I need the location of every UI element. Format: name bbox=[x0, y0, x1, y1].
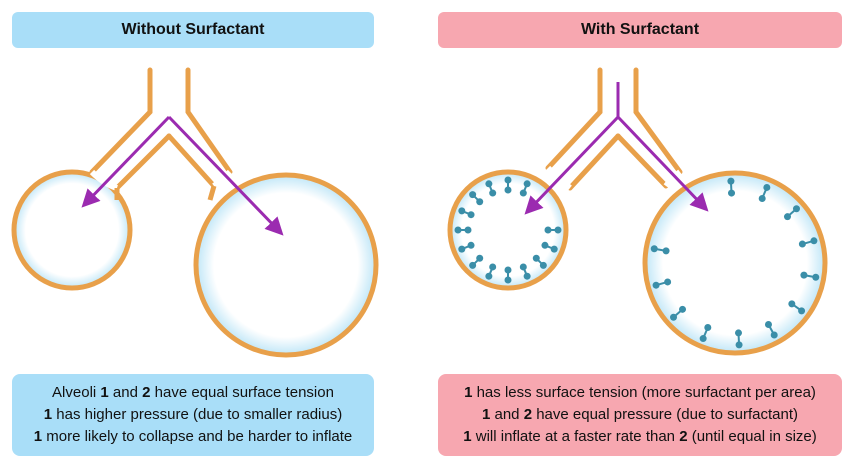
surfactant-head bbox=[735, 341, 743, 349]
surfactant-head bbox=[504, 186, 512, 194]
right-caption-line-2: 1 and 2 have equal pressure (due to surf… bbox=[481, 406, 799, 423]
surfactant-head bbox=[519, 263, 527, 271]
surfactant-head bbox=[469, 191, 477, 199]
surfactant-head bbox=[539, 261, 547, 269]
surfactant-head bbox=[504, 276, 512, 284]
left-caption-line-2: 1 has higher pressure (due to smaller ra… bbox=[43, 406, 343, 423]
right-caption-line-3: 1 will inflate at a faster rate than 2 (… bbox=[463, 428, 817, 445]
surfactant-head bbox=[458, 207, 466, 215]
left-caption-line-1: Alveoli 1 and 2 have equal surface tensi… bbox=[52, 384, 334, 401]
surfactant-head bbox=[783, 213, 791, 221]
surfactant-head bbox=[704, 324, 712, 332]
left-panel-caption: Alveoli 1 and 2 have equal surface tensi… bbox=[12, 374, 374, 456]
left-alveolus-2 bbox=[193, 172, 379, 358]
surfactant-head bbox=[812, 273, 820, 281]
surfactant-head bbox=[670, 313, 678, 321]
right-caption-line-1: 1 has less surface tension (more surfact… bbox=[464, 384, 816, 401]
surfactant-head bbox=[504, 176, 512, 184]
surfactant-head bbox=[454, 226, 462, 234]
left-airway bbox=[89, 67, 233, 191]
surfactant-head bbox=[464, 226, 472, 234]
left-alveolus-1 bbox=[11, 169, 133, 291]
surfactant-head bbox=[541, 241, 549, 249]
surfactant-head bbox=[458, 245, 466, 253]
surfactant-head bbox=[485, 180, 493, 188]
surfactant-head bbox=[662, 247, 670, 255]
surfactant-head bbox=[798, 307, 806, 315]
surfactant-head bbox=[758, 194, 766, 202]
surfactant-head bbox=[476, 254, 484, 262]
surfactant-head bbox=[550, 245, 558, 253]
surfactant-head bbox=[476, 198, 484, 206]
left-panel-title: Without Surfactant bbox=[12, 12, 374, 48]
surfactant-head bbox=[699, 335, 707, 343]
surfactant-head bbox=[467, 211, 475, 219]
surfactant-head bbox=[467, 241, 475, 249]
surfactant-head bbox=[489, 263, 497, 271]
right-airway bbox=[545, 67, 683, 191]
surfactant-head bbox=[554, 226, 562, 234]
surfactant-head bbox=[519, 189, 527, 197]
left-caption-line-3: 1 more likely to collapse and be harder … bbox=[33, 428, 353, 445]
surfactant-head bbox=[485, 272, 493, 280]
surfactant-head bbox=[810, 237, 818, 245]
surfactant-molecules bbox=[454, 176, 820, 349]
surfactant-head bbox=[523, 272, 531, 280]
surfactant-head bbox=[544, 226, 552, 234]
surfactant-head bbox=[523, 180, 531, 188]
surfactant-head bbox=[763, 183, 771, 191]
surfactant-head bbox=[652, 281, 660, 289]
surfactant-head bbox=[727, 177, 735, 185]
surfactant-head bbox=[792, 205, 800, 213]
surfactant-head bbox=[679, 305, 687, 313]
right-panel-caption: 1 has less surface tension (more surfact… bbox=[438, 374, 842, 456]
right-panel-title: With Surfactant bbox=[438, 12, 842, 48]
surfactant-head bbox=[504, 266, 512, 274]
surfactant-head bbox=[489, 189, 497, 197]
surfactant-head bbox=[664, 278, 672, 286]
surfactant-head bbox=[734, 329, 742, 337]
surfactant-head bbox=[770, 331, 778, 339]
left-airflow-arrow bbox=[81, 115, 284, 236]
surfactant-head bbox=[532, 254, 540, 262]
right-airflow-arrow bbox=[524, 82, 709, 215]
surfactant-head bbox=[798, 240, 806, 248]
surfactant-head bbox=[788, 300, 796, 308]
surfactant-head bbox=[728, 189, 736, 197]
surfactant-head bbox=[650, 245, 658, 253]
surfactant-head bbox=[764, 320, 772, 328]
surfactant-head bbox=[800, 271, 808, 279]
right-alveolus-2 bbox=[642, 170, 828, 356]
surfactant-head bbox=[469, 261, 477, 269]
